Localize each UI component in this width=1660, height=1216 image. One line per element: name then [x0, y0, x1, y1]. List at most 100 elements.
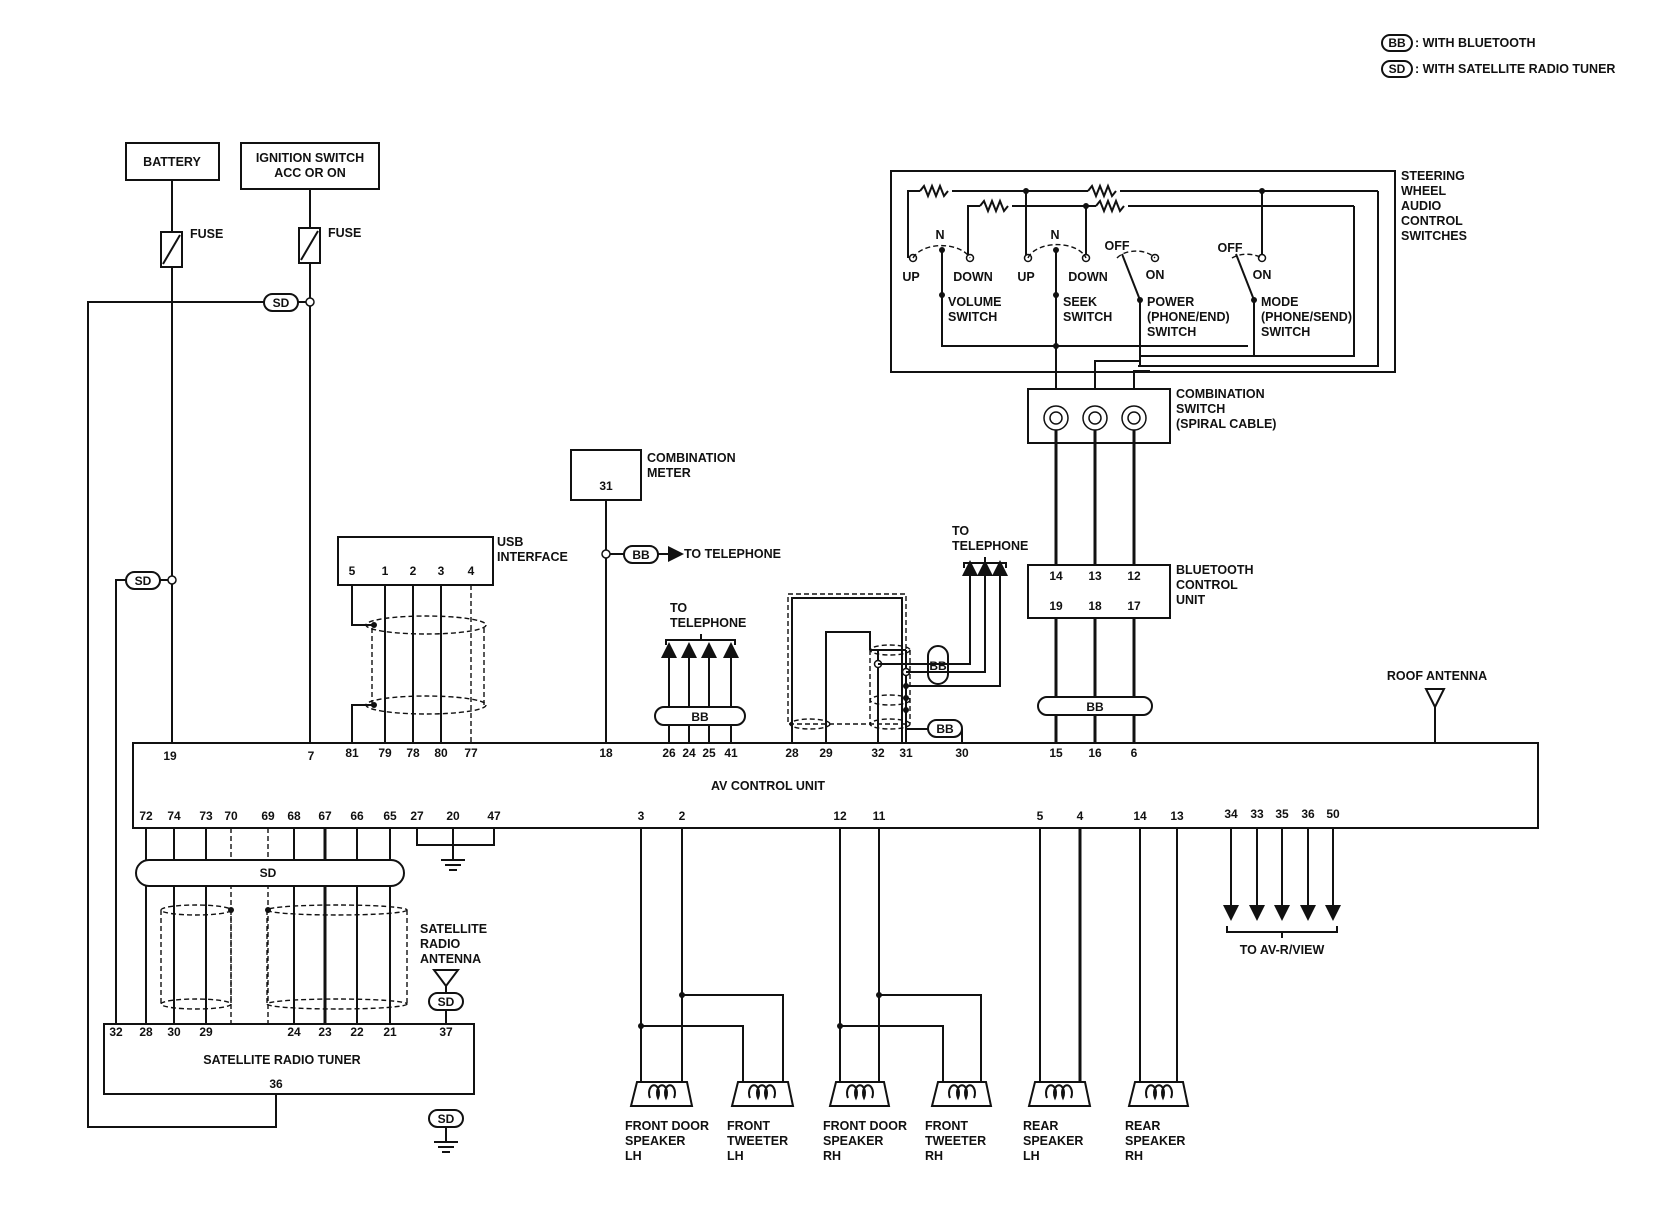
svg-text:28: 28 — [139, 1025, 153, 1039]
svg-text:RH: RH — [823, 1149, 841, 1163]
legend-sd-code: SD — [1389, 62, 1406, 76]
bluetooth-control-unit: 14 13 12 19 18 17 BLUETOOTH CONTROL UNIT — [1027, 563, 1254, 619]
to-telephone-mic: TELEPHONE — [952, 539, 1028, 553]
svg-text:STEERING: STEERING — [1401, 169, 1465, 183]
svg-text:RH: RH — [1125, 1149, 1143, 1163]
svg-text:BB: BB — [632, 548, 650, 562]
svg-text:LH: LH — [727, 1149, 744, 1163]
usb-interface: USB INTERFACE 5 1 2 3 4 — [337, 535, 568, 586]
sd-connector-battery: SD — [125, 571, 161, 590]
svg-text:18: 18 — [1088, 599, 1102, 613]
usb-label-1: USB — [497, 535, 523, 549]
svg-text:ROOF ANTENNA: ROOF ANTENNA — [1387, 669, 1487, 683]
svg-text:(PHONE/END): (PHONE/END) — [1147, 310, 1230, 324]
av-top-pins: 19 7 81 79 78 80 77 18 26 24 25 41 28 29… — [163, 746, 1137, 763]
svg-text:26: 26 — [662, 746, 676, 760]
svg-text:20: 20 — [446, 809, 460, 823]
meter-label-1: COMBINATION — [647, 451, 736, 465]
mode-switch-label: MODE — [1261, 295, 1299, 309]
svg-text:UP: UP — [902, 270, 919, 284]
svg-text:N: N — [935, 228, 944, 242]
svg-text:REAR: REAR — [1125, 1119, 1160, 1133]
svg-text:SATELLITE: SATELLITE — [420, 922, 487, 936]
svg-text:14: 14 — [1133, 809, 1147, 823]
svg-text:LH: LH — [625, 1149, 642, 1163]
battery: BATTERY — [125, 142, 220, 181]
svg-text:13: 13 — [1088, 569, 1102, 583]
svg-text:18: 18 — [599, 746, 613, 760]
svg-text:19: 19 — [1049, 599, 1063, 613]
svg-text:78: 78 — [406, 746, 420, 760]
ignition-label-2: ACC OR ON — [274, 166, 346, 180]
svg-text:CONTROL: CONTROL — [1176, 578, 1238, 592]
svg-text:12: 12 — [833, 809, 847, 823]
svg-text:RADIO: RADIO — [420, 937, 461, 951]
svg-text:COMBINATION: COMBINATION — [1176, 387, 1265, 401]
svg-text:SWITCH: SWITCH — [1261, 325, 1310, 339]
svg-text:2: 2 — [679, 809, 686, 823]
svg-text:ANTENNA: ANTENNA — [420, 952, 481, 966]
ignition-label-1: IGNITION SWITCH — [256, 151, 364, 165]
svg-text:33: 33 — [1250, 807, 1264, 821]
fuse-ignition-label: FUSE — [328, 226, 361, 240]
svg-text:32: 32 — [871, 746, 885, 760]
svg-text:SD: SD — [438, 1112, 455, 1126]
svg-text:DOWN: DOWN — [1068, 270, 1108, 284]
svg-text:SD: SD — [135, 574, 152, 588]
svg-text:FRONT: FRONT — [925, 1119, 968, 1133]
sd-connector-ignition: SD — [263, 293, 299, 312]
svg-text:SWITCH: SWITCH — [1147, 325, 1196, 339]
svg-text:34: 34 — [1224, 807, 1238, 821]
svg-text:22: 22 — [350, 1025, 364, 1039]
svg-text:FRONT: FRONT — [727, 1119, 770, 1133]
svg-text:SPEAKER: SPEAKER — [625, 1134, 685, 1148]
svg-text:TWEETER: TWEETER — [727, 1134, 788, 1148]
satellite-radio-tuner: SATELLITE RADIO TUNER 32 28 30 29 24 23 … — [103, 1023, 475, 1095]
sat-tuner-label: SATELLITE RADIO TUNER — [203, 1053, 360, 1067]
svg-text:36: 36 — [269, 1077, 283, 1091]
speaker-front-tweeter-lh: FRONT TWEETER LH — [727, 1081, 795, 1163]
svg-text:74: 74 — [167, 809, 181, 823]
fuse-battery-label: FUSE — [190, 227, 223, 241]
svg-text:70: 70 — [224, 809, 238, 823]
svg-text:CONTROL: CONTROL — [1401, 214, 1463, 228]
legend-bb-code: BB — [1388, 36, 1406, 50]
bb-connector-bluetooth: BB — [1037, 696, 1153, 716]
svg-text:79: 79 — [378, 746, 392, 760]
svg-text:14: 14 — [1049, 569, 1063, 583]
svg-text:15: 15 — [1049, 746, 1063, 760]
sd-connector-harness: SD — [135, 859, 405, 887]
to-av-rview: TO AV-R/VIEW — [1223, 828, 1341, 957]
svg-text:LH: LH — [1023, 1149, 1040, 1163]
bb-connector-telephone-audio: BB — [654, 706, 746, 726]
svg-text:N: N — [1050, 228, 1059, 242]
svg-text:3: 3 — [638, 809, 645, 823]
svg-text:BB: BB — [936, 722, 954, 736]
svg-text:73: 73 — [199, 809, 213, 823]
svg-text:17: 17 — [1127, 599, 1141, 613]
tuner-ground: SD — [428, 1109, 464, 1153]
svg-text:37: 37 — [439, 1025, 453, 1039]
svg-text:25: 25 — [702, 746, 716, 760]
svg-text:SD: SD — [260, 866, 277, 880]
legend-bb-text: : WITH BLUETOOTH — [1415, 36, 1536, 50]
svg-text:30: 30 — [167, 1025, 181, 1039]
svg-text:SWITCHES: SWITCHES — [1401, 229, 1467, 243]
svg-text:RH: RH — [925, 1149, 943, 1163]
combination-meter: 31 COMBINATION METER — [570, 449, 736, 501]
svg-text:69: 69 — [261, 809, 275, 823]
svg-text:36: 36 — [1301, 807, 1315, 821]
svg-text:24: 24 — [682, 746, 696, 760]
svg-text:SD: SD — [438, 995, 455, 1009]
fuse-battery: FUSE — [160, 227, 223, 268]
speaker-rear-rh: REAR SPEAKER RH — [1125, 1081, 1190, 1163]
svg-text:23: 23 — [318, 1025, 332, 1039]
svg-text:BB: BB — [691, 710, 709, 724]
seek-switch-label: SEEK — [1063, 295, 1097, 309]
power-switch-label: POWER — [1147, 295, 1194, 309]
svg-text:FRONT DOOR: FRONT DOOR — [625, 1119, 709, 1133]
svg-text:66: 66 — [350, 809, 364, 823]
svg-text:FRONT DOOR: FRONT DOOR — [823, 1119, 907, 1133]
svg-text:SPEAKER: SPEAKER — [823, 1134, 883, 1148]
svg-text:72: 72 — [139, 809, 153, 823]
